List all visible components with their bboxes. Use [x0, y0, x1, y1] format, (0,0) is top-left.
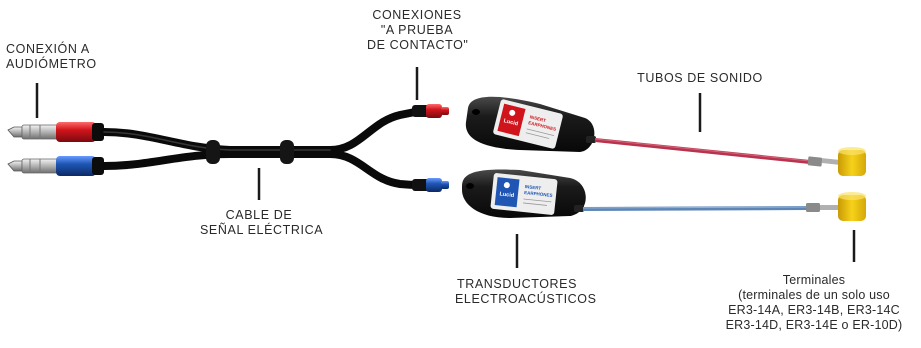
- label-sound-tubes: TUBOS DE SONIDO: [630, 71, 770, 86]
- signal-cable: [100, 107, 424, 189]
- label-terminals-line-4: ER3-14D, ER3-14E o ER-10D): [725, 318, 903, 332]
- label-sound-tubes-line-1: TUBOS DE SONIDO: [637, 71, 763, 85]
- transducer-red-brand: Lucid: [503, 118, 519, 127]
- transducer-blue: Lucid INSERT EARPHONES: [462, 169, 586, 218]
- label-signal-cable-line-2: SEÑAL ELÉCTRICA: [200, 223, 324, 237]
- plug-red: [7, 122, 104, 142]
- label-signal-cable-line-1: CABLE DE: [225, 208, 293, 222]
- label-transducers-line-1: TRANSDUCTORES: [456, 277, 578, 291]
- transducer-blue-brand: Lucid: [499, 191, 514, 199]
- label-terminals-line-3: ER3-14A, ER3-14B, ER3-14C: [728, 303, 900, 317]
- sound-tube-blue: [574, 203, 838, 212]
- label-connectors: CONEXIONES "A PRUEBA DE CONTACTO": [367, 8, 469, 53]
- transducer-blue-product-2: EARPHONES: [524, 190, 553, 198]
- label-terminals-line-1: Terminales: [782, 273, 846, 287]
- leader-lines: [35, 67, 856, 268]
- foam-tip-red-side: [838, 147, 866, 176]
- label-signal-cable: CABLE DE SEÑAL ELÉCTRICA: [200, 208, 324, 238]
- connector-red: [412, 104, 449, 118]
- label-audiometer-line-1: CONEXIÓN A: [6, 42, 90, 56]
- sound-tube-red: [586, 136, 841, 167]
- label-connectors-line-1: CONEXIONES: [372, 8, 462, 22]
- transducer-red-product-2: EARPHONES: [528, 120, 557, 132]
- label-connectors-line-3: DE CONTACTO": [367, 38, 469, 52]
- cable-clips: [206, 140, 294, 164]
- transducer-red-product-1: INSERT: [529, 114, 546, 123]
- connector-blue: [412, 178, 449, 192]
- label-audiometer: CONEXIÓN A AUDIÓMETRO: [6, 42, 97, 72]
- label-terminals-line-2: (terminales de un solo uso: [738, 288, 890, 302]
- label-audiometer-line-2: AUDIÓMETRO: [6, 57, 97, 71]
- transducer-red: Lucid INSERT EARPHONES: [465, 96, 595, 152]
- foam-tip-blue-side: [838, 192, 866, 221]
- label-connectors-line-2: "A PRUEBA: [380, 23, 454, 37]
- plug-blue: [7, 156, 104, 176]
- label-transducers-line-2: ELECTROACÚSTICOS: [455, 292, 597, 306]
- transducer-blue-product-1: INSERT: [525, 184, 542, 191]
- label-transducers: TRANSDUCTORES ELECTROACÚSTICOS: [455, 277, 597, 307]
- label-terminals: Terminales (terminales de un solo uso ER…: [715, 273, 913, 333]
